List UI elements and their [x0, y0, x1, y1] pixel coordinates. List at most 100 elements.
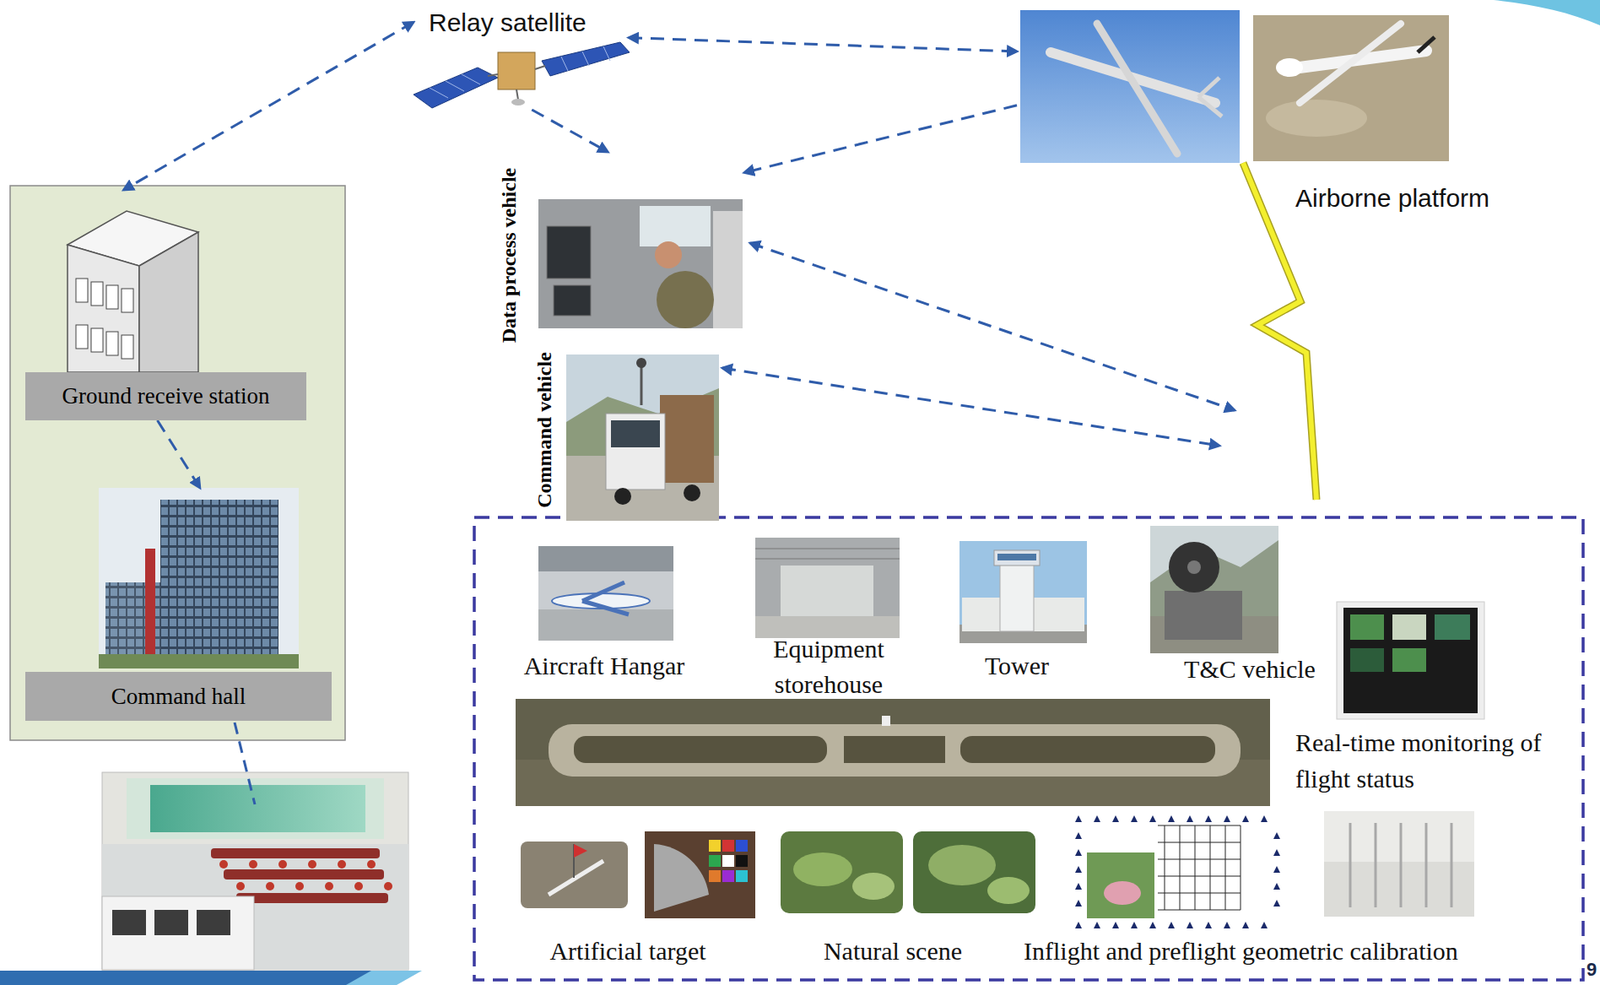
command-room-photo [236, 881, 245, 891]
calibration-field [1179, 825, 1181, 910]
uav-photo [1253, 15, 1449, 162]
satellite [511, 98, 525, 106]
footer-band [0, 970, 422, 985]
building-photo [145, 548, 156, 659]
uav-photo [1020, 10, 1240, 163]
target-photo [735, 839, 748, 852]
calibration-field [1167, 921, 1175, 929]
lab-photo [1400, 822, 1403, 908]
command-vehicle-photo [683, 484, 701, 502]
satellite [429, 87, 449, 98]
command-vehicle-photo [566, 354, 719, 521]
ground-panel [10, 185, 346, 741]
calibration-field [1242, 921, 1249, 929]
target-photo [722, 839, 735, 852]
station-label: Ground receive station [62, 383, 271, 410]
runway-image [881, 715, 891, 726]
command-vehicle-photo [605, 413, 665, 490]
node-title: Airborne platform [1295, 183, 1490, 213]
footer-band [345, 970, 422, 985]
monitor-photo [1343, 607, 1478, 714]
target-photo [722, 870, 735, 882]
runway-image [515, 698, 1271, 806]
uav-photo [1417, 37, 1435, 53]
storehouse-photo [755, 558, 900, 560]
hangar-photo [538, 545, 674, 641]
leader-line [234, 722, 255, 805]
command-room-photo [102, 843, 409, 970]
page-number: 9 [1586, 958, 1597, 981]
target-photo [520, 841, 628, 909]
calibration-field [1157, 859, 1241, 860]
building-icon [91, 281, 103, 306]
lightning-link [1243, 162, 1317, 500]
calibration-field [1205, 815, 1212, 822]
data-vehicle-photo [546, 226, 591, 279]
link-arrow [124, 21, 414, 190]
data-vehicle-photo [713, 210, 743, 329]
command-room-photo [126, 778, 384, 839]
label-plate: Ground receive station [25, 372, 307, 421]
satellite [582, 51, 590, 66]
uav-photo [1299, 23, 1401, 103]
command-vehicle-photo [610, 420, 660, 448]
link-arrow [722, 367, 1220, 446]
satellite [541, 42, 630, 76]
calibration-field [1130, 815, 1138, 822]
command-vehicle-photo [566, 354, 719, 521]
monitor-photo [1336, 601, 1485, 719]
data-vehicle-photo [656, 270, 714, 329]
calibration-field [1273, 832, 1281, 839]
calibration-field [1075, 848, 1082, 856]
building-icon [75, 324, 88, 349]
lightning-link [1243, 162, 1317, 500]
link-arrow [750, 243, 1235, 411]
calibration-field [1157, 842, 1241, 844]
calibration-field [1075, 865, 1082, 873]
tc-vehicle-photo [1164, 590, 1243, 640]
building-icon [106, 331, 119, 356]
corner-decoration [1493, 0, 1600, 26]
calibration-field [1093, 921, 1101, 929]
station-label: Command hall [111, 683, 247, 710]
node-box: Relay satellite [413, 6, 629, 110]
calibration-field [1273, 848, 1281, 856]
tc-vehicle-photo [1187, 560, 1201, 574]
command-room-photo [324, 881, 334, 891]
scene-photo [852, 872, 895, 900]
command-room-photo [112, 909, 146, 936]
target-photo [548, 860, 604, 895]
monitor-photo [1336, 601, 1485, 719]
calibration-field [1075, 882, 1082, 890]
command-vehicle-photo [659, 394, 714, 483]
uav-photo [1265, 99, 1368, 137]
data-vehicle-photo [639, 205, 711, 247]
building-icon [75, 278, 88, 303]
monitor-photo [1434, 614, 1471, 640]
building-icon [121, 335, 134, 359]
command-room-photo [219, 859, 228, 869]
calibration-field [1167, 815, 1175, 822]
calibration-field [1071, 810, 1284, 930]
data-vehicle-photo [654, 241, 682, 269]
calibration-field [1157, 909, 1241, 911]
calibration-field [1075, 832, 1082, 839]
target-photo [708, 870, 721, 882]
target-photo [735, 854, 748, 867]
calibration-field [1273, 882, 1281, 890]
target-photo [520, 841, 628, 909]
uav-photo [1097, 23, 1178, 154]
runway-image [515, 698, 1271, 806]
lab-photo [1324, 810, 1475, 917]
satellite [516, 89, 519, 100]
caption: Natural scene [823, 936, 963, 966]
calibration-field [1240, 825, 1242, 910]
satellite [535, 65, 546, 70]
satellite [603, 46, 611, 61]
tower-photo [997, 553, 1037, 561]
command-vehicle-photo [640, 362, 644, 406]
lab-photo [1374, 822, 1378, 908]
link-arrow [744, 105, 1017, 173]
command-room-photo [196, 909, 231, 936]
dashed-region [474, 517, 1584, 980]
